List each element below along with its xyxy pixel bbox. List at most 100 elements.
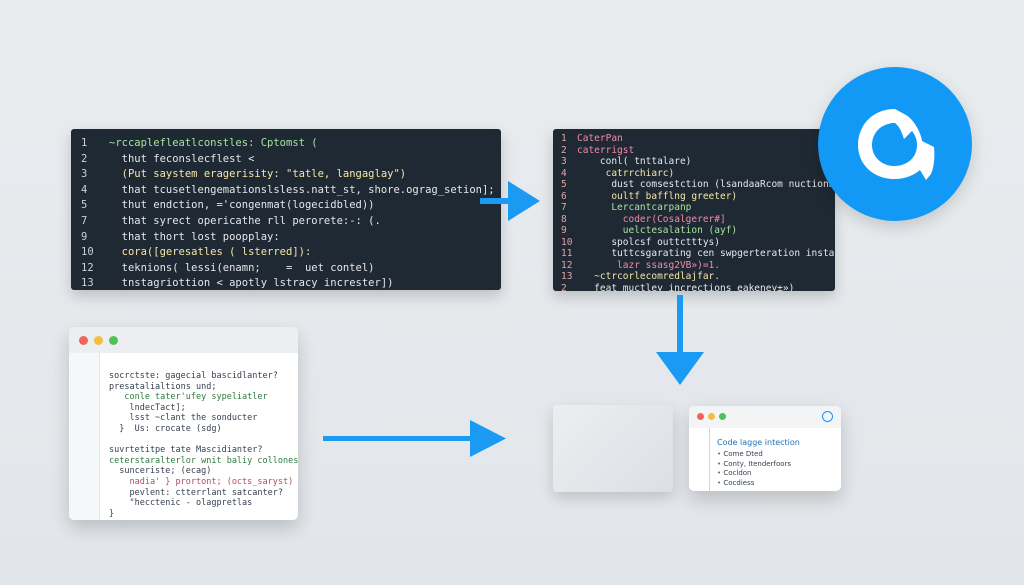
result-window-titlebar <box>689 406 841 428</box>
code-line: 2 feat muctley incrections eakeney±») <box>553 283 835 292</box>
preview-code-line: nadia' } prortont; (octs_saryst) <box>109 476 294 487</box>
line-number: 3 <box>81 168 88 181</box>
preview-code-line: socrctste: gagecial bascidlanter? <box>109 371 278 381</box>
arrow-down <box>656 295 704 385</box>
code-line: 10 spolcsf outtctttys) <box>553 237 835 249</box>
status-ring-icon <box>822 411 833 422</box>
preview-code-line: } Us: crocate (sdg) <box>109 423 222 434</box>
code-line: 1 CaterPan <box>553 133 835 145</box>
code-line: 4 that tcusetlengemationslsless.natt_st,… <box>71 183 501 198</box>
code-line: 7 that syrect opericathe rll perorete:-:… <box>71 214 501 229</box>
line-number: 2 <box>561 144 567 156</box>
code-line: 7 Lercantcarpanp <box>553 202 835 214</box>
preview-code-line: pevlent: ctterrlant satcanter? <box>109 487 283 498</box>
preview-code-line: conle tater'ufey sypeliatler <box>109 392 268 403</box>
line-number: 2 <box>81 152 88 165</box>
code-line: 4 catrrchiarc) <box>553 168 835 180</box>
code-text: coder(Cosalgerer#] <box>577 213 726 225</box>
app-logo-icon <box>818 67 972 221</box>
code-text: dust comsestction (lsandaaRcom nuctionn)… <box>577 179 835 190</box>
line-number: 1 <box>561 133 567 144</box>
close-window-button[interactable] <box>697 413 704 420</box>
line-number: 12 <box>561 259 573 271</box>
code-line: 5 dust comsestction (lsandaaRcom nuction… <box>553 179 835 191</box>
result-list-item: Cocldon <box>717 469 791 479</box>
arrow-right-bottom <box>323 420 506 457</box>
preview-code-line: presatalialtions und; <box>109 381 217 392</box>
maximize-window-button[interactable] <box>719 413 726 420</box>
line-number: 10 <box>561 236 573 248</box>
line-number: 13 <box>81 277 94 290</box>
result-list-item: Cocdiess <box>717 479 791 489</box>
line-number: 11 <box>561 248 573 259</box>
code-text: cora([geresatles ( lsterred]): <box>109 246 312 259</box>
line-number: 4 <box>561 167 567 179</box>
code-text: Lercantcarpanp <box>577 202 692 213</box>
close-window-button[interactable] <box>79 336 88 345</box>
line-number: 3 <box>561 156 567 167</box>
result-list-item: Come Dted <box>717 450 791 460</box>
code-text: that thort lost poopplay: <box>109 230 280 243</box>
preview-code-line: lndecTact]; <box>109 402 186 413</box>
line-number: 4 <box>81 183 88 196</box>
code-text: uelctesalation (ayf) <box>577 225 738 236</box>
result-title: Code lagge intection <box>717 438 800 447</box>
preview-code-line: } <box>109 508 115 519</box>
code-text: ~ctrcorlecomredlajfar. <box>577 271 720 282</box>
preview-code-line: suvrtetitpe tate Mascidianter? <box>109 445 263 456</box>
code-line: 3 (Put saystem eragerisity: "tatle, lang… <box>71 167 501 182</box>
code-line: 12 lazr ssasg2VB»)=1. <box>553 260 835 272</box>
line-gutter <box>69 353 100 520</box>
line-number: 2 <box>561 282 567 292</box>
code-text: conl( tnttalare) <box>577 156 692 167</box>
line-number: 7 <box>561 202 567 213</box>
preview-code-line: lsst ~clant the sonducter <box>109 413 258 424</box>
chat-bubble-logo-icon <box>858 109 935 180</box>
code-line: 12 teknions( lessi(enamn; = uet contel) <box>71 261 501 276</box>
blank-output-card <box>553 405 673 492</box>
code-text: teknions( lessi(enamn; = uet contel) <box>109 261 375 274</box>
code-line: 9 that thort lost poopplay: <box>71 230 501 245</box>
code-preview-text: socrctste: gagecial bascidlanter?presata… <box>109 371 298 519</box>
result-list-item: Conty, Itenderfoors <box>717 460 791 470</box>
result-divider <box>709 428 710 491</box>
code-text: thut feconslecflest < <box>109 152 255 165</box>
line-number: 5 <box>561 179 567 190</box>
code-text: caterrigst <box>577 144 635 156</box>
code-text: ~rccaplefleatlconstles: Cptomst ( <box>109 137 318 149</box>
minimize-window-button[interactable] <box>94 336 103 345</box>
code-line: 13 tnstagriottion < apotly lstracy incre… <box>71 276 501 290</box>
code-text: thut endction, ='congenmat(logecidbled)) <box>109 199 375 212</box>
code-line: 9 uelctesalation (ayf) <box>553 225 835 237</box>
code-line: 1 ~rccaplefleatlconstles: Cptomst ( <box>71 136 501 151</box>
code-line: 5 thut endction, ='congenmat(logecidbled… <box>71 198 501 213</box>
line-number: 13 <box>561 271 573 282</box>
result-window: Code lagge intection Come DtedConty, Ite… <box>689 406 841 491</box>
line-number: 1 <box>81 137 88 149</box>
line-number: 8 <box>561 213 567 225</box>
code-line: 11 tuttcsgarating cen swpgerteration ins… <box>553 248 835 260</box>
code-preview-window: socrctste: gagecial bascidlanter?presata… <box>69 327 298 520</box>
code-text: that tcusetlengemationslsless.natt_st, s… <box>109 183 495 196</box>
code-line: 2 caterrigst <box>553 145 835 157</box>
line-number: 6 <box>561 190 567 202</box>
line-number: 9 <box>81 230 88 243</box>
code-text: tnstagriottion < apotly lstracy increste… <box>109 277 394 290</box>
code-line: 13 ~ctrcorlecomredlajfar. <box>553 271 835 283</box>
code-text: spolcsf outtctttys) <box>577 236 720 248</box>
line-number: 9 <box>561 225 567 236</box>
minimize-window-button[interactable] <box>708 413 715 420</box>
code-editor-left: 1 ~rccaplefleatlconstles: Cptomst ( 2 thut… <box>71 129 501 290</box>
code-text: (Put saystem eragerisity: "tatle, langag… <box>109 168 407 181</box>
code-line: 6 oultf bafflng greeter) <box>553 191 835 203</box>
code-text: tuttcsgarating cen swpgerteration instal… <box>577 248 835 259</box>
line-number: 10 <box>81 246 94 259</box>
code-text: CaterPan <box>577 133 623 144</box>
code-line: 3 conl( tnttalare) <box>553 156 835 168</box>
line-number: 5 <box>81 199 88 212</box>
code-text: catrrchiarc) <box>577 167 675 179</box>
maximize-window-button[interactable] <box>109 336 118 345</box>
code-line: 10 cora([geresatles ( lsterred]): <box>71 245 501 260</box>
code-line: 8 coder(Cosalgerer#] <box>553 214 835 226</box>
